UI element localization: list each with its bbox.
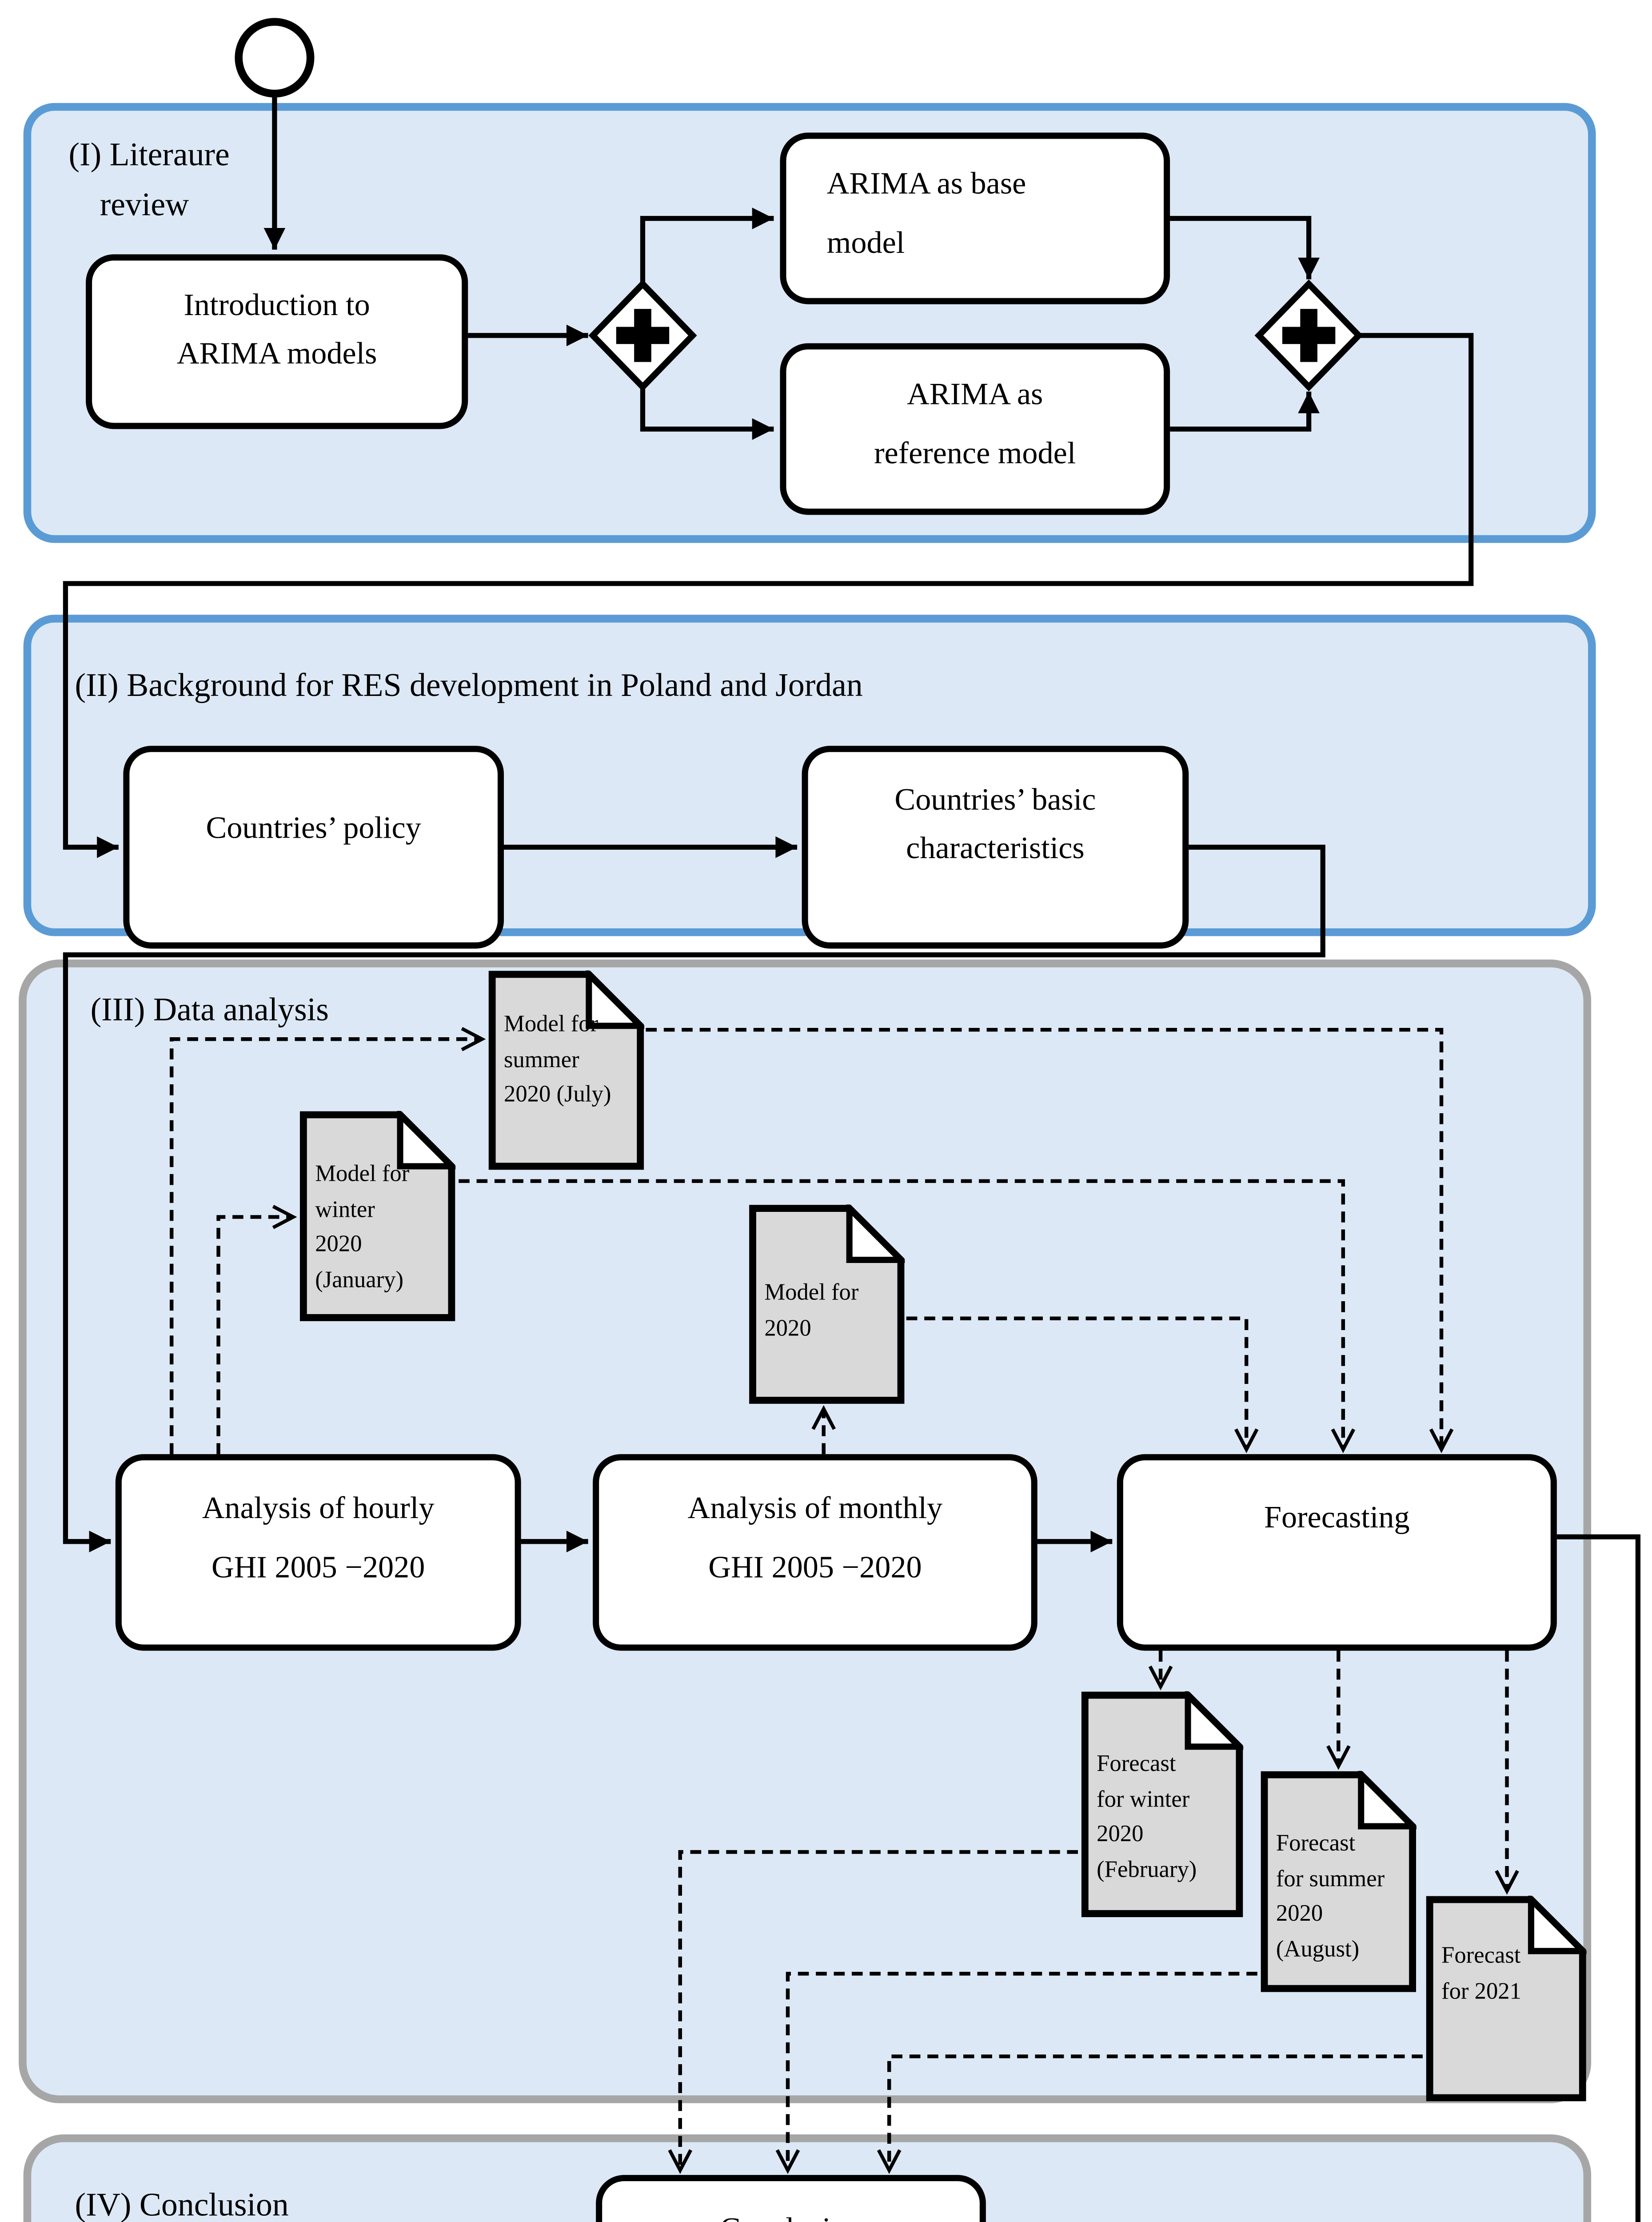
task-text-line: Countries’ basic	[894, 783, 1096, 818]
doc-line: summer	[504, 1047, 579, 1073]
task-countries-basic-characteristics: Countries’ basic characteristics	[802, 746, 1189, 949]
document-fold	[1358, 1770, 1417, 1830]
task-text-line: Forecasting	[1264, 1501, 1410, 1535]
task-text-line: model	[826, 226, 905, 261]
section-literature-review-label: (I) Literaure review	[68, 131, 229, 229]
task-text-line: Introduction to	[184, 288, 370, 323]
task-text-line: Countries’ policy	[206, 811, 421, 846]
doc-line: for winter	[1097, 1787, 1190, 1812]
doc-line: for summer	[1276, 1866, 1385, 1892]
document-text: Model for summer 2020 (July)	[488, 971, 644, 1113]
document-model-2020: Model for 2020	[749, 1204, 905, 1404]
task-countries-policy: Countries’ policy	[123, 746, 504, 949]
doc-line: 2020	[764, 1316, 811, 1341]
task-text-line: Conclusion	[602, 2200, 980, 2222]
doc-line: Forecast	[1441, 1944, 1521, 1969]
document-forecast-2021: Forecast for 2021	[1426, 1895, 1587, 2102]
task-text-line: ARIMA as	[907, 377, 1043, 412]
start-event-icon	[235, 18, 315, 98]
doc-line: Forecast	[1097, 1752, 1176, 1777]
task-text-line: ARIMA models	[176, 337, 377, 372]
document-model-winter: Model for winter 2020 (January)	[299, 1111, 456, 1322]
doc-line: Model for	[764, 1281, 859, 1306]
document-icon	[1261, 1770, 1417, 1992]
document-text: Model for 2020	[749, 1204, 905, 1346]
section-background-label: (II) Background for RES development in P…	[75, 666, 863, 704]
doc-line: Model for	[504, 1012, 599, 1038]
doc-line: 2020	[1097, 1822, 1144, 1847]
doc-line: 2020 (July)	[504, 1083, 611, 1108]
task-analysis-hourly-ghi: Analysis of hourly GHI 2005 −2020	[115, 1454, 521, 1651]
section-label-line: review	[100, 185, 189, 223]
task-forecasting: Forecasting	[1117, 1454, 1557, 1651]
document-text: Forecast for winter 2020 (February)	[1081, 1691, 1243, 1888]
document-text: Forecast for summer 2020 (August)	[1261, 1771, 1417, 1967]
document-icon	[1081, 1691, 1244, 1917]
task-introduction-arima: Introduction to ARIMA models	[86, 254, 468, 429]
task-arima-base-model: ARIMA as base model	[780, 132, 1170, 304]
doc-line: Forecast	[1276, 1831, 1356, 1857]
task-text-line: Analysis of hourly	[202, 1491, 435, 1526]
doc-line: winter	[315, 1197, 375, 1223]
doc-line: for 2021	[1441, 1979, 1521, 2004]
doc-line: 2020	[315, 1232, 362, 1258]
document-model-summer: Model for summer 2020 (July)	[488, 970, 644, 1170]
section-conclusion-label: (IV) Conclusion	[75, 2186, 289, 2222]
doc-line: 2020	[1276, 1902, 1323, 1927]
doc-line: Model for	[315, 1162, 410, 1187]
task-text-line: Analysis of monthly	[687, 1491, 943, 1526]
task-text-line: GHI 2005 −2020	[211, 1551, 425, 1586]
section-data-analysis-label: (III) Data analysis	[90, 991, 329, 1028]
document-text: Forecast for 2021	[1426, 1896, 1587, 2010]
document-forecast-summer: Forecast for summer 2020 (August)	[1261, 1770, 1417, 1993]
document-fold	[1185, 1691, 1244, 1750]
doc-line: (August)	[1276, 1937, 1360, 1962]
section-label-line: (I) Literaure	[68, 136, 230, 173]
task-text-line: GHI 2005 −2020	[708, 1551, 922, 1586]
task-text-line: characteristics	[906, 831, 1085, 866]
doc-line: (February)	[1097, 1857, 1197, 1882]
task-arima-reference-model: ARIMA as reference model	[780, 343, 1170, 515]
doc-line: (January)	[315, 1267, 404, 1293]
document-forecast-winter: Forecast for winter 2020 (February)	[1081, 1691, 1244, 1918]
document-text: Model for winter 2020 (January)	[299, 1111, 455, 1298]
task-text-line: ARIMA as base	[826, 167, 1026, 201]
task-text-line: reference model	[874, 437, 1076, 472]
task-conclusion: Conclusion	[596, 2175, 986, 2222]
task-analysis-monthly-ghi: Analysis of monthly GHI 2005 −2020	[593, 1454, 1037, 1651]
